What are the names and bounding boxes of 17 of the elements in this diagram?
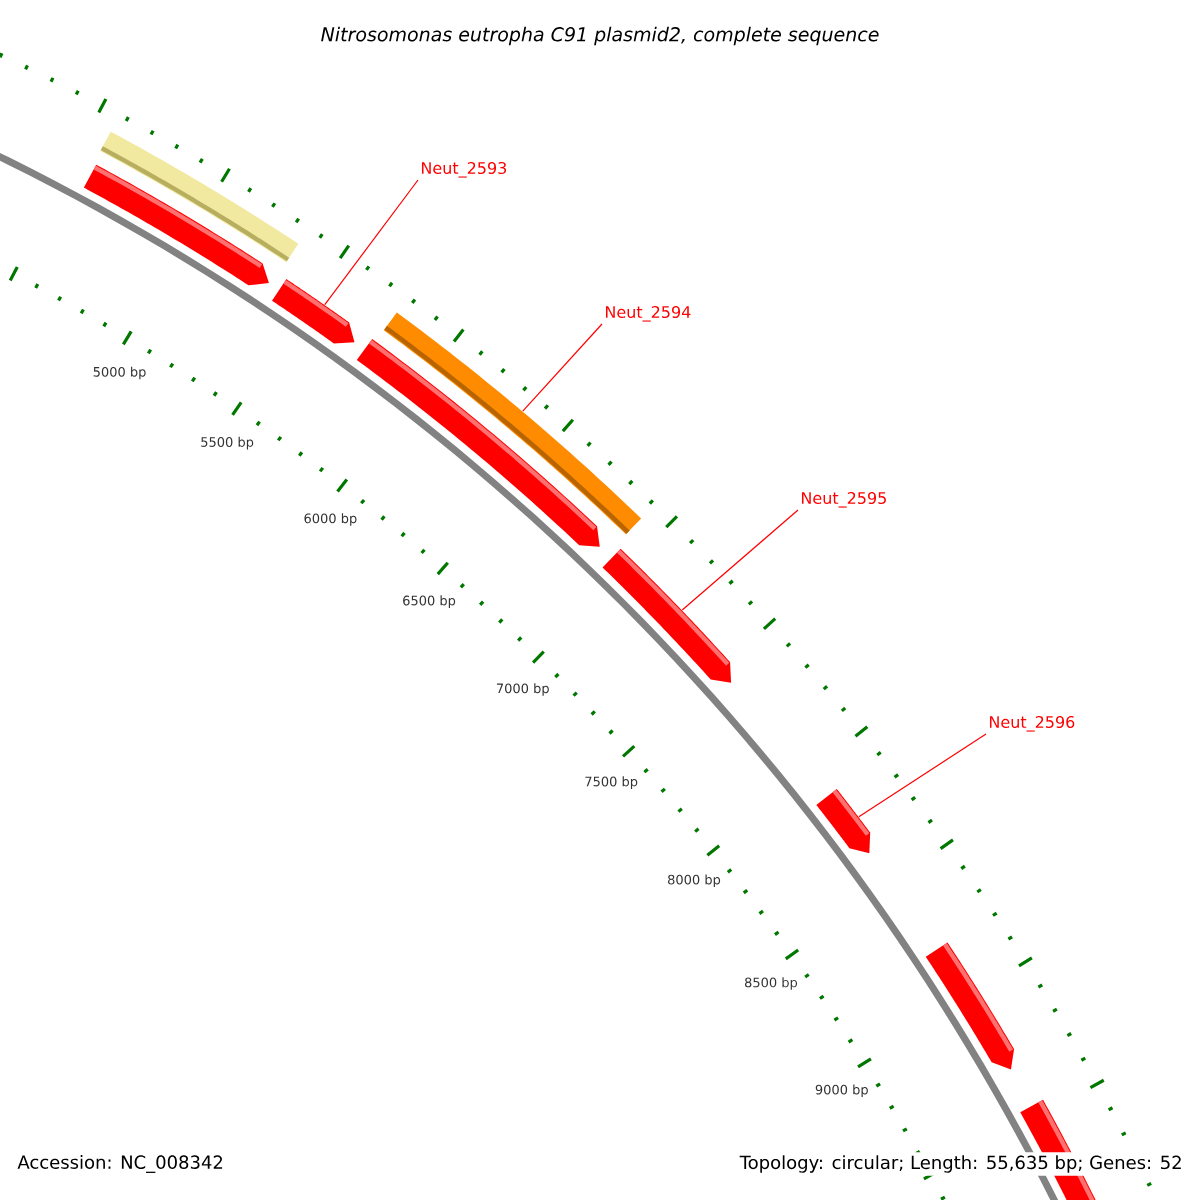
leader-line: [324, 179, 419, 306]
leader-line: [681, 509, 799, 611]
gene-feature: [816, 788, 871, 854]
gene-label: Neut_2593: [421, 161, 507, 178]
accession-text: Accession: NC_008342: [14, 1152, 227, 1176]
gene-feature: [602, 548, 732, 683]
gene-label: Neut_2595: [802, 491, 886, 508]
gene-feature: [925, 942, 1015, 1070]
gene-label: Neut_2594: [605, 305, 691, 322]
leader-line: [522, 323, 603, 412]
gene-feature: [272, 279, 355, 344]
gene-label: Neut_2596: [990, 715, 1075, 732]
summary-text: Topology: circular; Length: 55,635 bp; Genes: 52: [736, 1152, 1186, 1176]
title: Nitrosomonas eutropha C91 plasmid2, complete sequence: [321, 26, 879, 46]
gene-feature: [83, 164, 269, 286]
leader-line: [858, 733, 987, 818]
gene-feature: [356, 339, 600, 547]
